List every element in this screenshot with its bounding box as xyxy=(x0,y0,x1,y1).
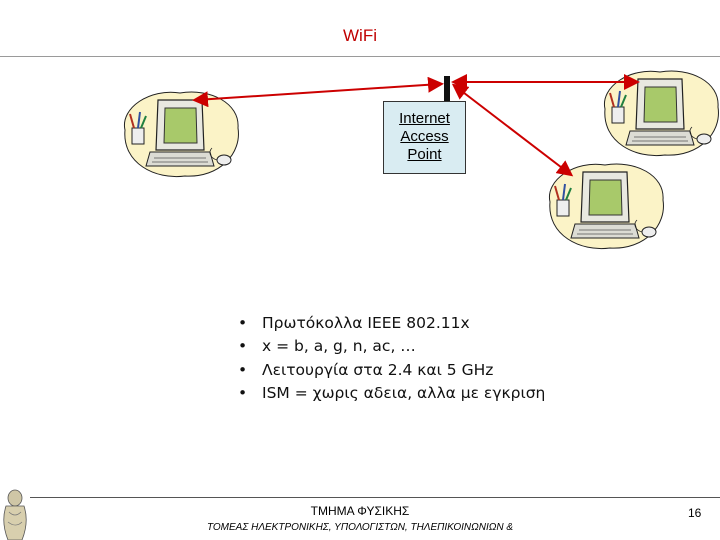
network-diagram xyxy=(123,70,720,250)
bullet-dot: • xyxy=(238,314,248,332)
bullet-text: ISM = χωρις αδεια, αλλα με εγκριση xyxy=(262,383,546,402)
bullet-item: • ISM = χωρις αδεια, αλλα με εγκριση xyxy=(238,382,545,405)
slide-title: WiFi xyxy=(343,26,377,45)
computer-right xyxy=(603,70,720,157)
computer-left xyxy=(123,91,240,178)
footer-divider xyxy=(30,497,720,498)
footer-department: ΤΜΗΜΑ ΦΥΣΙΚΗΣ xyxy=(310,504,410,518)
bullet-dot: • xyxy=(238,337,248,356)
university-logo-icon xyxy=(3,489,27,540)
bullet-list: • Πρωτόκολλα IEEE 802.11x • x = b, a, g, n… xyxy=(238,312,545,405)
page-number: 16 xyxy=(688,506,702,520)
antenna-icon xyxy=(444,76,450,102)
access-point-box: Internet Access Point xyxy=(383,101,466,174)
bullet-item: • Λειτουργία στα 2.4 και 5 GHz xyxy=(238,359,545,382)
bullet-item: • x = b, a, g, n, ac, … xyxy=(238,335,545,358)
bullet-dot: • xyxy=(238,383,248,402)
access-point-line-3: Point xyxy=(407,146,442,163)
link-bottom xyxy=(451,83,574,177)
access-point-line-2: Access xyxy=(400,128,449,145)
access-point-line-1: Internet xyxy=(399,110,450,127)
footer-subtitle: ΤΟΜΕΑΣ ΗΛΕΚΤΡΟΝΙΚΗΣ, ΥΠΟΛΟΓΙΣΤΩΝ, ΤΗΛΕΠΙ… xyxy=(206,522,514,533)
bullet-text: x = b, a, g, n, ac, … xyxy=(262,337,416,356)
bullet-dot: • xyxy=(238,360,248,379)
bullet-text: Λειτουργία στα 2.4 και 5 GHz xyxy=(262,360,494,379)
bullet-text: Πρωτόκολλα IEEE 802.11x xyxy=(262,314,470,332)
computer-bottom xyxy=(548,163,665,250)
title-divider xyxy=(0,56,720,57)
bullet-item: • Πρωτόκολλα IEEE 802.11x xyxy=(238,312,545,335)
link-left xyxy=(192,76,444,108)
